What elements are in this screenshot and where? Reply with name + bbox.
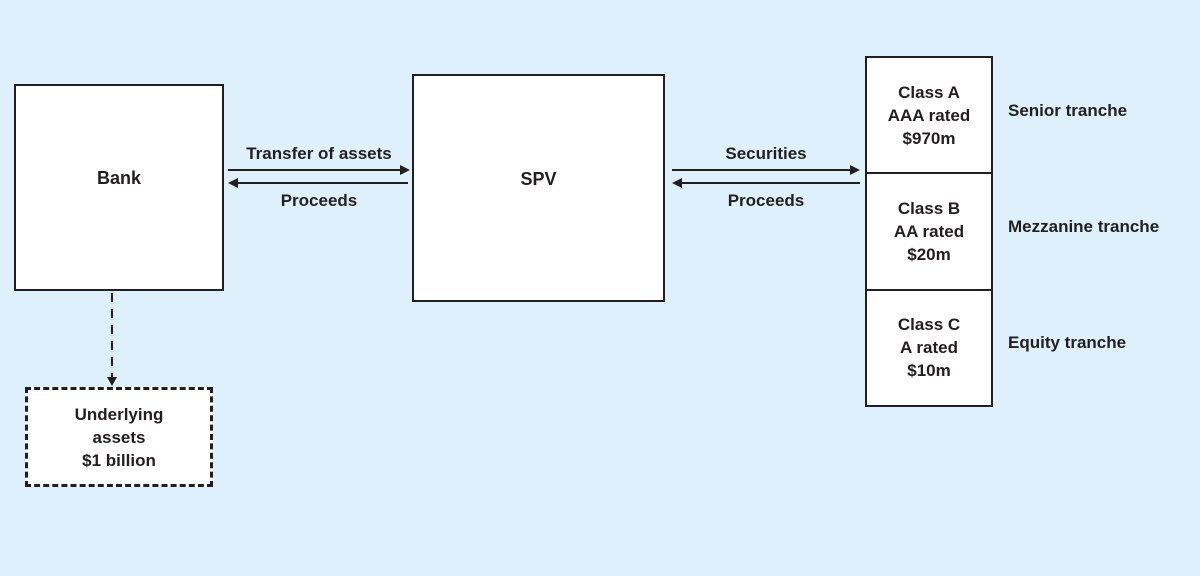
class-a-amount: $970m	[902, 128, 956, 148]
arrow-spv-to-bank-line	[238, 182, 408, 184]
arrow-investors-to-spv-line	[682, 182, 860, 184]
class-c-rating: A rated	[900, 338, 958, 358]
tranche-cell-class-c: Class C A rated $10m	[867, 288, 991, 405]
arrowhead-down-icon	[107, 377, 117, 386]
senior-tranche-label: Senior tranche	[1008, 101, 1128, 120]
securities-label: Securities	[725, 144, 807, 163]
class-b-rating: AA rated	[893, 221, 965, 241]
underlying-line1: Underlying	[74, 404, 164, 424]
arrowhead-left-icon	[228, 178, 238, 188]
underlying-line2: assets	[92, 427, 146, 447]
tranche-cell-class-b: Class B AA rated $20m	[867, 172, 991, 288]
arrowhead-right-icon	[400, 165, 410, 175]
class-b-name: Class B	[897, 198, 961, 218]
class-c-name: Class C	[897, 315, 961, 335]
bank-box: Bank	[14, 84, 224, 291]
underlying-line3: $1 billion	[82, 450, 156, 470]
proceeds-spv-label: Proceeds	[727, 191, 805, 210]
spv-label: SPV	[520, 168, 557, 189]
class-a-rating: AAA rated	[887, 105, 971, 125]
class-a-name: Class A	[898, 82, 960, 102]
arrow-bank-to-spv-line	[228, 169, 402, 171]
equity-tranche-label: Equity tranche	[1008, 333, 1127, 352]
tranche-stack: Class A AAA rated $970m Class B AA rated…	[865, 56, 993, 407]
mezzanine-tranche-label: Mezzanine tranche	[1008, 217, 1160, 236]
proceeds-bank-label: Proceeds	[280, 191, 358, 210]
bank-label: Bank	[96, 168, 141, 188]
arrow-spv-to-investors-line	[672, 169, 852, 171]
underlying-assets-box: Underlying assets $1 billion	[25, 387, 213, 487]
class-c-amount: $10m	[907, 361, 951, 381]
tranche-cell-class-a: Class A AAA rated $970m	[867, 58, 991, 172]
spv-box: SPV	[412, 74, 665, 302]
class-b-amount: $20m	[907, 244, 951, 264]
arrowhead-right-icon	[850, 165, 860, 175]
arrowhead-left-icon	[672, 178, 682, 188]
bank-to-assets-dashed-line	[111, 293, 113, 378]
transfer-of-assets-label: Transfer of assets	[246, 144, 392, 163]
